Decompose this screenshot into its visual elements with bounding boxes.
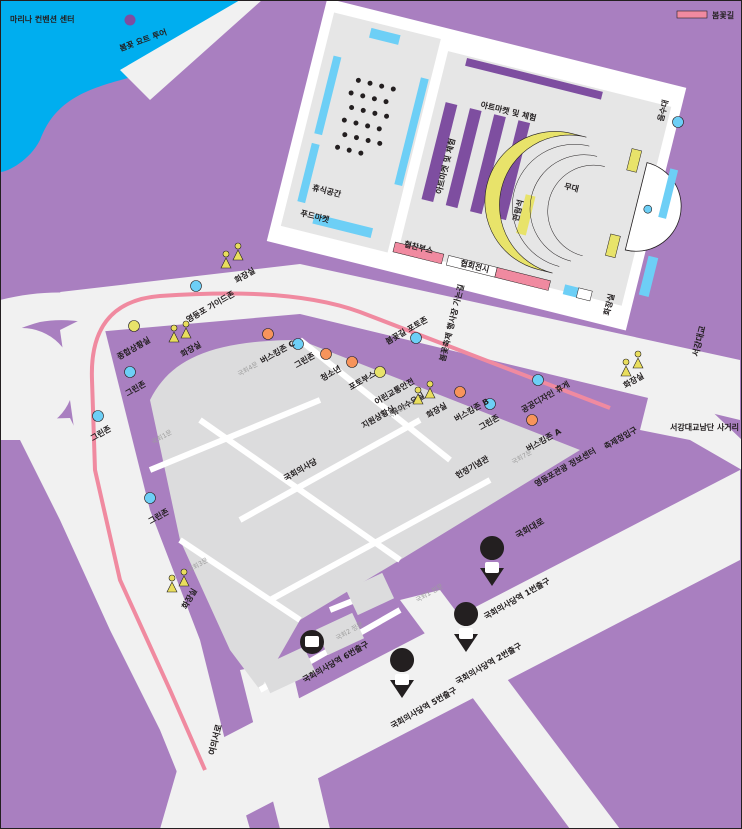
subway-exit-5-icon[interactable] [390, 648, 415, 698]
marina-label: 마리나 컨벤션 센터 [10, 14, 74, 24]
busking-a-marker[interactable] [526, 414, 538, 426]
busking-b-marker[interactable] [454, 386, 466, 398]
subway-exit-1-icon[interactable] [480, 536, 505, 586]
subway-exit-2-icon[interactable] [454, 602, 479, 652]
stage-label: 무대 [563, 181, 580, 194]
boat-tour-marker[interactable] [124, 14, 136, 26]
restroom-icon-2[interactable] [168, 320, 192, 343]
busking-c-marker[interactable] [262, 328, 274, 340]
photo-booth-marker[interactable] [346, 356, 358, 368]
subway-exit-6-icon[interactable] [300, 630, 324, 654]
safety-marker[interactable] [374, 366, 386, 378]
public-design-marker[interactable] [532, 374, 544, 386]
festival-plaza [266, 0, 687, 331]
ydp-guide-marker[interactable] [190, 280, 202, 292]
flower-sign-marker[interactable] [410, 332, 422, 344]
seogang-junction-label: 서강대교남단 사거리 [670, 422, 739, 432]
green-zone-marker-3[interactable] [144, 492, 156, 504]
fountain-marker[interactable] [672, 116, 684, 128]
green-zone-marker-5[interactable] [484, 398, 496, 410]
green-zone-marker-4[interactable] [292, 338, 304, 350]
comm-center-marker[interactable] [128, 320, 140, 332]
green-zone-marker-2[interactable] [124, 366, 136, 378]
restroom-icon-5[interactable] [620, 350, 644, 377]
green-zone-marker-1[interactable] [92, 410, 104, 422]
restroom-icon-1[interactable] [220, 242, 244, 269]
youth-marker[interactable] [320, 348, 332, 360]
flower-path-route [89, 291, 611, 771]
restroom-icon-3[interactable] [166, 568, 190, 593]
assembly-grounds [148, 337, 580, 694]
legend-path-label: 봄꽃길 [712, 10, 734, 20]
restroom-icon-4[interactable] [412, 380, 436, 405]
map-legend: 봄꽃길 [676, 10, 734, 20]
